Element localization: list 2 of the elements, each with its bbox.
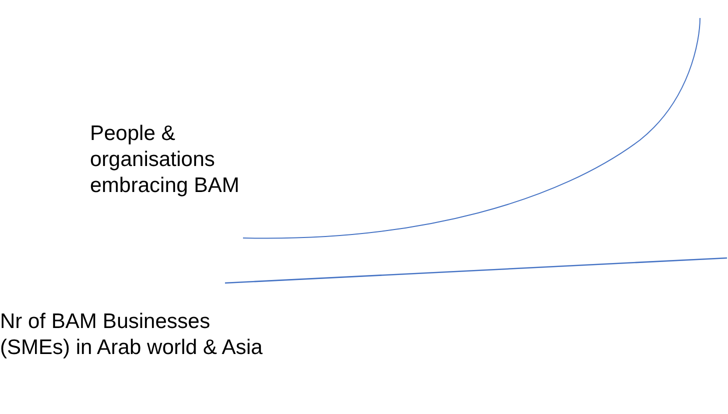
caption-text: Nr of BAM Businesses (SMEs) in Arab world & Asia — [0, 309, 264, 361]
caption-text: People & organisations embracing BAM — [90, 121, 240, 199]
